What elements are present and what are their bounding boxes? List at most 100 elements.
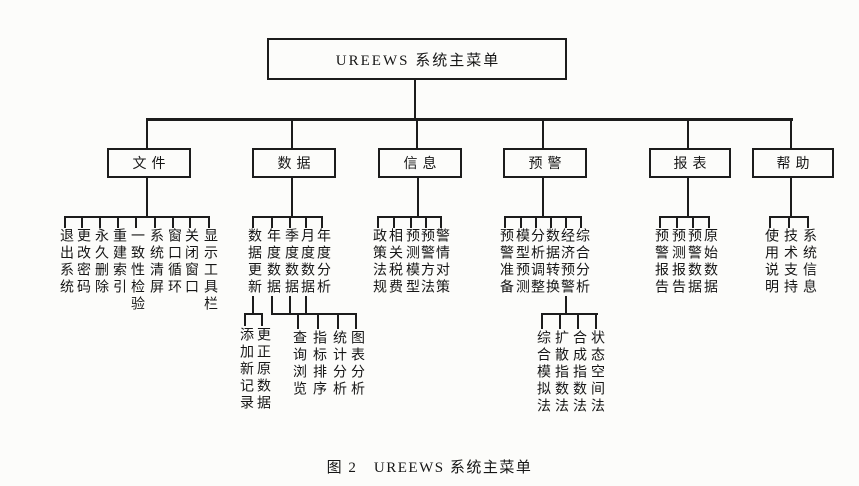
- tick-line: [377, 216, 379, 228]
- tick-line: [208, 216, 210, 228]
- tick-line: [117, 216, 119, 228]
- tick-line: [550, 216, 552, 228]
- tick-line: [520, 216, 522, 228]
- menu-item: 永久删除: [93, 228, 108, 296]
- tick-line: [271, 216, 273, 228]
- tick-line: [807, 216, 809, 228]
- menu-item: 经济预警: [559, 228, 574, 296]
- tick-line: [321, 216, 323, 228]
- menu-item: 原始数据: [702, 228, 717, 296]
- drop-line-report: [687, 120, 689, 148]
- tick-line: [252, 216, 254, 228]
- menu-item: 相关税费: [387, 228, 402, 296]
- tick-line: [769, 216, 771, 228]
- menu-item: 预警方法: [419, 228, 434, 296]
- menu-subitem: 指标排序: [311, 330, 326, 398]
- menu-subitem: 查询浏览: [291, 330, 306, 398]
- tick-line: [559, 315, 561, 329]
- menu-item: 模型预测: [514, 228, 529, 296]
- tick-line: [81, 216, 83, 228]
- tick-line: [261, 315, 263, 326]
- menu-subitem: 合成指数法: [571, 330, 586, 415]
- drop-line-help: [790, 120, 792, 148]
- menu-item: 警情对策: [434, 228, 449, 296]
- main-bus-line: [146, 118, 793, 121]
- item-bus-warning: [504, 216, 582, 218]
- tick-line: [577, 315, 579, 329]
- tick-line: [535, 216, 537, 228]
- tick-line: [297, 315, 299, 329]
- tick-line: [708, 216, 710, 228]
- menu-label-help: 帮助: [776, 157, 815, 172]
- menu-item: 退出系统: [58, 228, 73, 296]
- tick-line: [99, 216, 101, 228]
- menu-item: 关闭窗口: [183, 228, 198, 296]
- menu-box-report: 报表: [649, 148, 731, 178]
- tick-line: [504, 216, 506, 228]
- menu-item: 年度分析: [315, 228, 330, 296]
- tick-line: [595, 315, 597, 329]
- item-bus-file: [64, 216, 210, 218]
- menu-item: 重建索引: [111, 228, 126, 296]
- menu-box-help: 帮助: [752, 148, 834, 178]
- menu-box-info: 信息: [378, 148, 462, 178]
- subbus-line-query: [271, 313, 357, 315]
- menu-subitem: 添加新记录: [238, 327, 253, 412]
- tick-line: [565, 216, 567, 228]
- menu-box-data: 数据: [252, 148, 336, 178]
- menu-item: 季度数据: [283, 228, 298, 296]
- root-stem-line: [414, 80, 416, 118]
- menu-item: 政策法规: [371, 228, 386, 296]
- stem-line-data: [291, 176, 293, 216]
- menu-item: 分析调整: [529, 228, 544, 296]
- menu-label-data: 数据: [277, 157, 316, 172]
- tick-line: [337, 315, 339, 329]
- substem-line-economic: [565, 296, 567, 313]
- tick-line: [172, 216, 174, 228]
- menu-subitem: 统计分析: [331, 330, 346, 398]
- tick-line: [135, 216, 137, 228]
- menu-label-file: 文件: [132, 157, 171, 172]
- stem-line-report: [687, 176, 689, 216]
- tick-line: [541, 315, 543, 329]
- menu-item: 预测模型: [404, 228, 419, 296]
- menu-box-file: 文件: [107, 148, 191, 178]
- tick-line: [788, 216, 790, 228]
- substem-line-update: [252, 296, 254, 313]
- tick-line: [154, 216, 156, 228]
- menu-item: 技术支持: [782, 228, 797, 296]
- menu-item: 系统清屏: [148, 228, 163, 296]
- menu-label-info: 信息: [403, 157, 442, 172]
- tick-line: [692, 216, 694, 228]
- item-bus-data: [252, 216, 323, 218]
- menu-item: 数据转换: [544, 228, 559, 296]
- figure-caption: 图 2 UREEWS 系统主菜单: [326, 460, 533, 476]
- root-menu-box: UREEWS 系统主菜单: [267, 38, 567, 80]
- stem-line-warning: [542, 176, 544, 216]
- tick-line: [440, 216, 442, 228]
- menu-subitem: 状态空间法: [589, 330, 604, 415]
- tick-line: [410, 216, 412, 228]
- tick-line: [189, 216, 191, 228]
- drop-line-info: [416, 120, 418, 148]
- menu-label-warning: 预警: [528, 157, 567, 172]
- stem-line-info: [417, 176, 419, 216]
- tick-line: [425, 216, 427, 228]
- tick-line: [355, 315, 357, 329]
- substem-line-annual: [271, 296, 273, 313]
- menu-item: 预测报告: [670, 228, 685, 296]
- menu-subitem: 扩散指数法: [553, 330, 568, 415]
- menu-item: 一致性检验: [129, 228, 144, 313]
- menu-item: 窗口循环: [166, 228, 181, 296]
- menu-item: 更改密码: [75, 228, 90, 296]
- menu-item: 综合分析: [574, 228, 589, 296]
- root-menu-label: UREEWS 系统主菜单: [335, 52, 501, 69]
- menu-item: 预警准备: [498, 228, 513, 296]
- item-bus-report: [659, 216, 710, 218]
- drop-line-data: [291, 120, 293, 148]
- menu-label-report: 报表: [673, 157, 712, 172]
- stem-line-file: [146, 176, 148, 216]
- tick-line: [305, 216, 307, 228]
- substem-line-monthly: [305, 296, 307, 313]
